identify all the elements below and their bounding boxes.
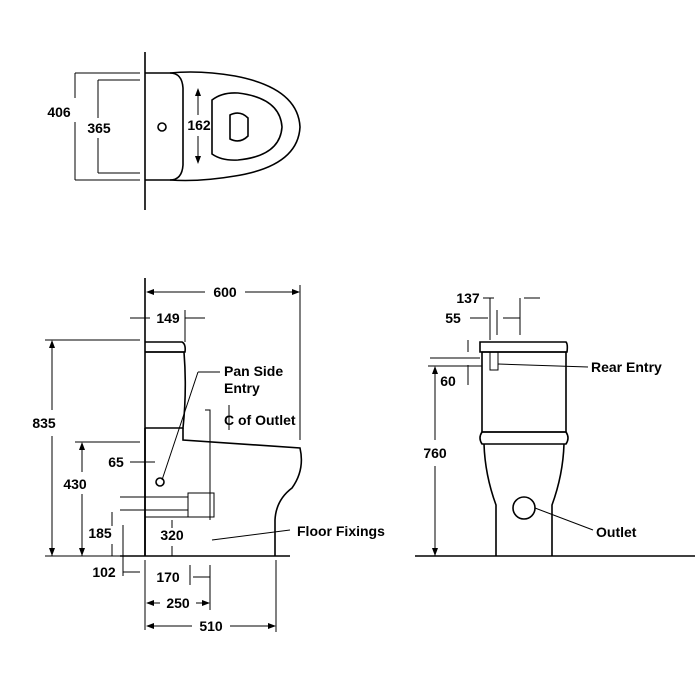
dim-320: 320 [160,527,184,543]
floor-fixings-label: Floor Fixings [297,523,385,539]
dim-430: 430 [63,476,87,492]
outlet-label: Outlet [596,524,637,540]
dim-250: 250 [166,595,190,611]
dim-149: 149 [156,310,180,326]
dim-102: 102 [92,564,116,580]
dim-55: 55 [445,310,461,326]
top-view: 406 365 162 [47,52,301,210]
pan-side-entry-label-line1: Pan Side [224,363,283,379]
dim-835: 835 [32,415,56,431]
dim-137: 137 [456,290,480,306]
dim-170: 170 [156,569,180,585]
pan-side-entry-label-line2: Entry [224,380,260,396]
dim-510: 510 [199,618,223,634]
dim-365: 365 [87,120,111,136]
side-view: 600 149 835 430 65 185 320 102 [32,278,385,634]
dim-60: 60 [440,373,456,389]
dim-185: 185 [88,525,112,541]
dim-162: 162 [187,117,211,133]
dim-600: 600 [213,284,237,300]
of-outlet-label: of Outlet [238,412,296,428]
dim-65: 65 [108,454,124,470]
dim-406: 406 [47,104,71,120]
rear-entry-label: Rear Entry [591,359,662,375]
rear-view: 137 55 60 760 Rear Entry Outlet [415,290,695,557]
dim-760: 760 [423,445,447,461]
